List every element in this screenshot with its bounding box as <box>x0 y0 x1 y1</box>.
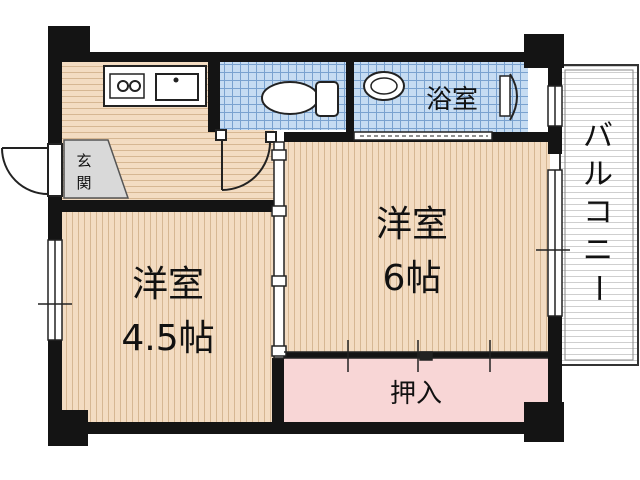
balcony-label-3: コ <box>583 195 613 230</box>
kitchen-counter <box>103 65 207 107</box>
bathroom-door <box>353 131 493 141</box>
window-right <box>536 169 570 317</box>
western-room-right-name: 洋室 <box>376 204 448 245</box>
toilet-door <box>215 129 277 191</box>
western-room-left-floor <box>62 212 274 430</box>
balcony-label-1: バ <box>583 119 613 154</box>
entrance-label-2: 関 <box>76 174 91 192</box>
entrance-door <box>1 143 63 197</box>
balcony-label-4: ニ <box>583 233 613 268</box>
bathroom-label: 浴室 <box>426 85 478 115</box>
closet-sliding-door <box>284 340 548 372</box>
western-room-left-name: 洋室 <box>132 264 204 305</box>
balcony-label-2: ル <box>583 157 613 192</box>
balcony-label-5: ー <box>580 273 615 303</box>
entrance-label-1: 玄 <box>76 152 91 170</box>
partition-sliding-door <box>271 141 287 359</box>
balcony <box>559 64 639 366</box>
walls <box>48 26 564 446</box>
bathroom-window <box>547 85 563 127</box>
toilet <box>261 81 339 117</box>
western-room-right-floor <box>284 142 550 352</box>
western-room-right-size: 6帖 <box>383 258 442 299</box>
closet-floor <box>284 358 550 422</box>
closet-label: 押入 <box>390 379 442 409</box>
entrance-area <box>63 139 130 199</box>
western-room-left-size: 4.5帖 <box>121 318 214 359</box>
window-left <box>38 239 72 341</box>
bathtub <box>363 71 518 121</box>
